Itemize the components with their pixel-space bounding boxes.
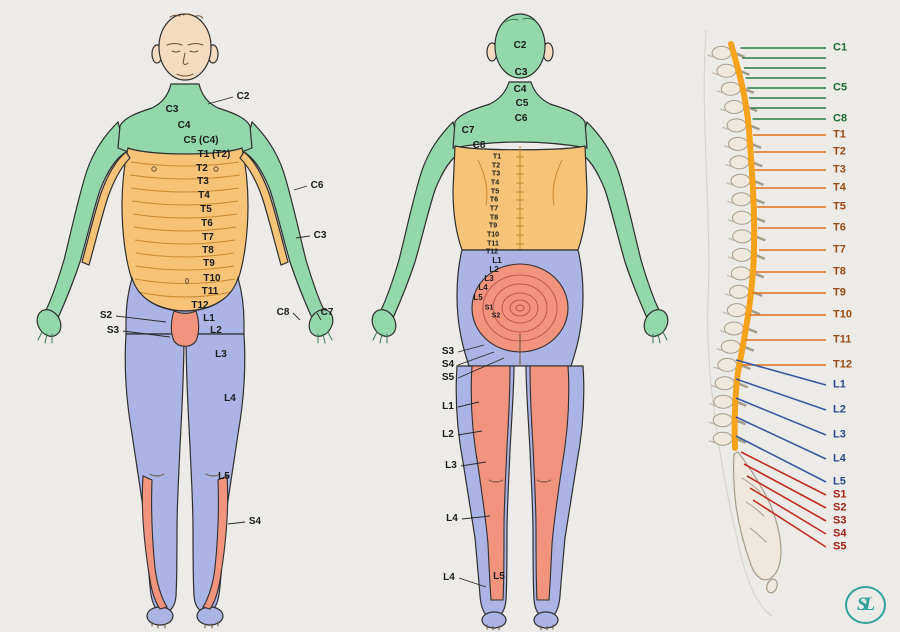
front-thoracic-trunk-region bbox=[121, 147, 249, 312]
front-genital-sacral-region bbox=[170, 310, 200, 347]
spine-faint-body-contour bbox=[703, 29, 773, 617]
front-right-nipple bbox=[213, 166, 219, 172]
logo-text: SL bbox=[856, 594, 875, 615]
transverse-process-hint bbox=[726, 274, 734, 279]
transverse-process-hint bbox=[716, 347, 723, 352]
vertebra-body bbox=[713, 394, 734, 409]
vertebra-body bbox=[732, 229, 753, 244]
front-left-hand bbox=[36, 309, 62, 337]
transverse-process-hint bbox=[726, 182, 733, 186]
vertebra-body bbox=[726, 118, 747, 133]
transverse-process-hint bbox=[707, 54, 714, 58]
transverse-process-hint bbox=[708, 421, 715, 425]
back-toe-lines bbox=[486, 624, 554, 631]
front-left-inner-arm-thoracic-strip bbox=[81, 151, 131, 266]
front-left-nipple bbox=[151, 166, 157, 172]
coccyx bbox=[766, 578, 778, 594]
front-left-leg-sacral-strip bbox=[141, 475, 168, 610]
front-left-foot bbox=[146, 606, 174, 626]
vertebra-body bbox=[717, 357, 738, 372]
vertebra-body bbox=[723, 321, 744, 336]
front-navel bbox=[185, 278, 189, 284]
vertebra-body bbox=[724, 99, 745, 114]
front-knee-lines bbox=[149, 473, 221, 477]
front-right-inner-arm-thoracic-strip bbox=[239, 151, 289, 266]
sacrum bbox=[733, 451, 782, 581]
transverse-process-hint bbox=[713, 366, 720, 370]
vertebra-body bbox=[731, 247, 752, 262]
back-body-figure bbox=[371, 13, 669, 631]
back-right-arm-cervical-region bbox=[578, 120, 660, 319]
front-dermatome-band-lines bbox=[129, 161, 241, 298]
back-right-foot bbox=[533, 611, 559, 629]
vertebra-body bbox=[732, 210, 753, 225]
front-left-arm-cervical-region bbox=[45, 120, 127, 319]
front-face-details bbox=[166, 13, 204, 77]
transverse-process-hint bbox=[716, 90, 724, 94]
vertebra-body bbox=[730, 266, 751, 281]
vertebra-body bbox=[714, 376, 735, 391]
back-head-sketch-lines bbox=[504, 17, 536, 23]
back-cervical-collar-region bbox=[452, 81, 588, 149]
back-left-foot bbox=[481, 611, 507, 629]
vertebra-body bbox=[711, 45, 732, 60]
transverse-process-hint bbox=[722, 311, 730, 315]
back-left-arm-cervical-region bbox=[380, 120, 462, 319]
front-toe-lines bbox=[151, 621, 219, 629]
back-left-hand bbox=[371, 309, 397, 337]
transverse-process-hint bbox=[724, 293, 732, 297]
transverse-process-hint bbox=[727, 200, 734, 204]
vertebra-body bbox=[730, 173, 751, 188]
front-hand-finger-lines bbox=[37, 331, 333, 344]
front-right-foot bbox=[196, 606, 224, 626]
logo-badge: SL bbox=[845, 586, 886, 624]
back-spine-line bbox=[516, 146, 524, 254]
back-scapula-lines bbox=[477, 159, 563, 206]
vertebra-body bbox=[726, 303, 747, 318]
vertebra-body bbox=[720, 81, 741, 96]
vertebra-body bbox=[720, 339, 741, 354]
vertebra-body bbox=[712, 431, 733, 446]
transverse-process-hint bbox=[709, 402, 716, 407]
back-knee-lines bbox=[488, 479, 552, 483]
front-body-figure bbox=[36, 13, 334, 629]
back-hand-finger-lines bbox=[372, 331, 668, 344]
front-right-hand bbox=[308, 309, 334, 337]
spine-figure bbox=[703, 29, 782, 617]
transverse-process-hint bbox=[708, 440, 715, 444]
vertebra-body bbox=[729, 284, 750, 299]
transverse-process-hint bbox=[712, 72, 719, 76]
vertebra-body bbox=[728, 136, 749, 151]
front-cervical-collar-region bbox=[117, 83, 253, 161]
transverse-process-hint bbox=[727, 256, 735, 260]
vertebra-process-hints bbox=[707, 54, 735, 444]
front-right-arm-cervical-region bbox=[243, 120, 325, 319]
back-right-hand bbox=[643, 309, 669, 337]
transverse-process-hint bbox=[727, 219, 735, 223]
transverse-process-hint bbox=[727, 237, 735, 242]
transverse-process-hint bbox=[719, 108, 727, 112]
front-head bbox=[158, 13, 212, 81]
transverse-process-hint bbox=[722, 126, 729, 131]
vertebra-body bbox=[729, 155, 750, 170]
vertebra-body bbox=[731, 192, 752, 207]
back-right-leg-sacral-band bbox=[529, 365, 570, 601]
transverse-process-hint bbox=[725, 163, 732, 168]
vertebra-body bbox=[716, 63, 737, 78]
transverse-process-hint bbox=[710, 384, 717, 388]
back-head-cervical-region bbox=[494, 13, 546, 79]
transverse-process-hint bbox=[719, 329, 727, 334]
transverse-process-hint bbox=[723, 145, 731, 149]
vertebra-body bbox=[712, 413, 733, 428]
front-right-leg-sacral-strip bbox=[202, 475, 229, 610]
